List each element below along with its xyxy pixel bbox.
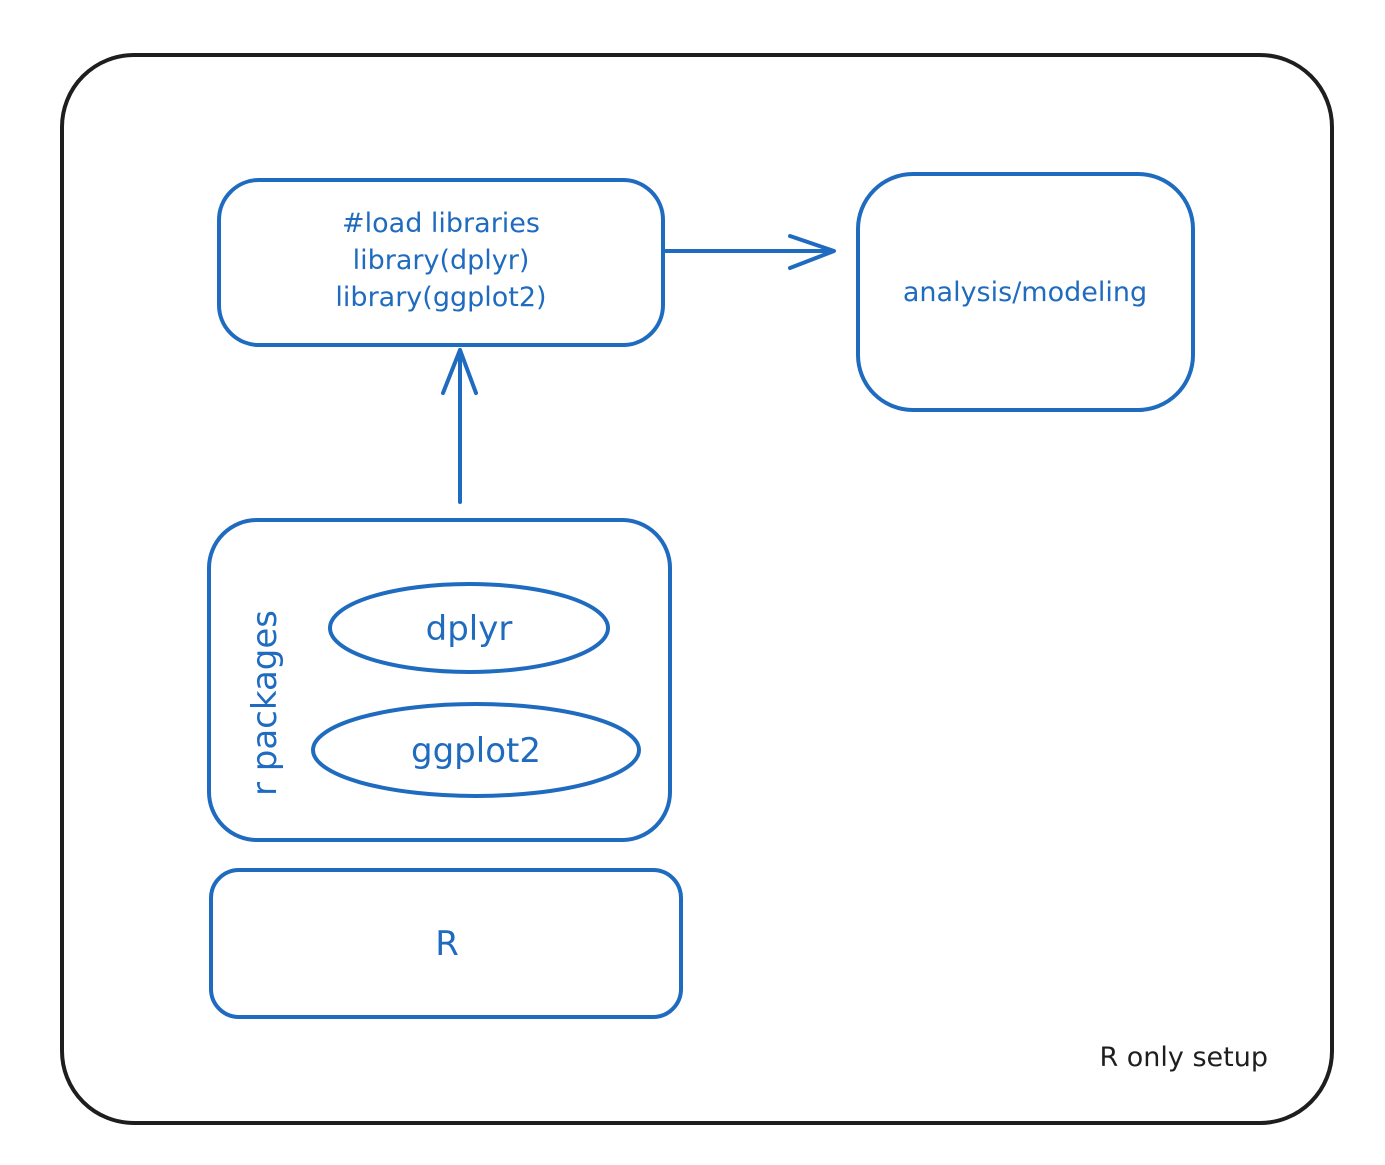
arrow-packages-to-load [441,348,478,504]
analysis-node: analysis/modeling [856,172,1195,412]
load-libraries-line-3: library(ggplot2) [335,282,546,313]
dplyr-package-label: dplyr [426,609,513,649]
dplyr-package-ellipse [328,582,610,674]
r-box [209,868,683,1019]
r-packages-label: r packages [245,610,285,796]
analysis-label: analysis/modeling [903,277,1147,308]
ggplot2-package-label: ggplot2 [411,731,541,771]
r-label: R [435,924,459,964]
load-libraries-box [217,178,665,347]
ggplot2-package-ellipse [311,702,641,798]
outer-frame [60,53,1334,1125]
r-packages-box [207,518,672,842]
r-packages-node: r packages dplyr ggplot2 [207,518,672,842]
load-libraries-node: #load libraries library(dplyr) library(g… [217,178,665,347]
analysis-box [856,172,1195,412]
load-libraries-line-1: #load libraries [342,208,540,239]
diagram-caption: R only setup [1099,1042,1268,1073]
r-node: R [209,868,683,1019]
arrow-load-to-analysis [664,234,836,270]
load-libraries-line-2: library(dplyr) [353,245,530,276]
